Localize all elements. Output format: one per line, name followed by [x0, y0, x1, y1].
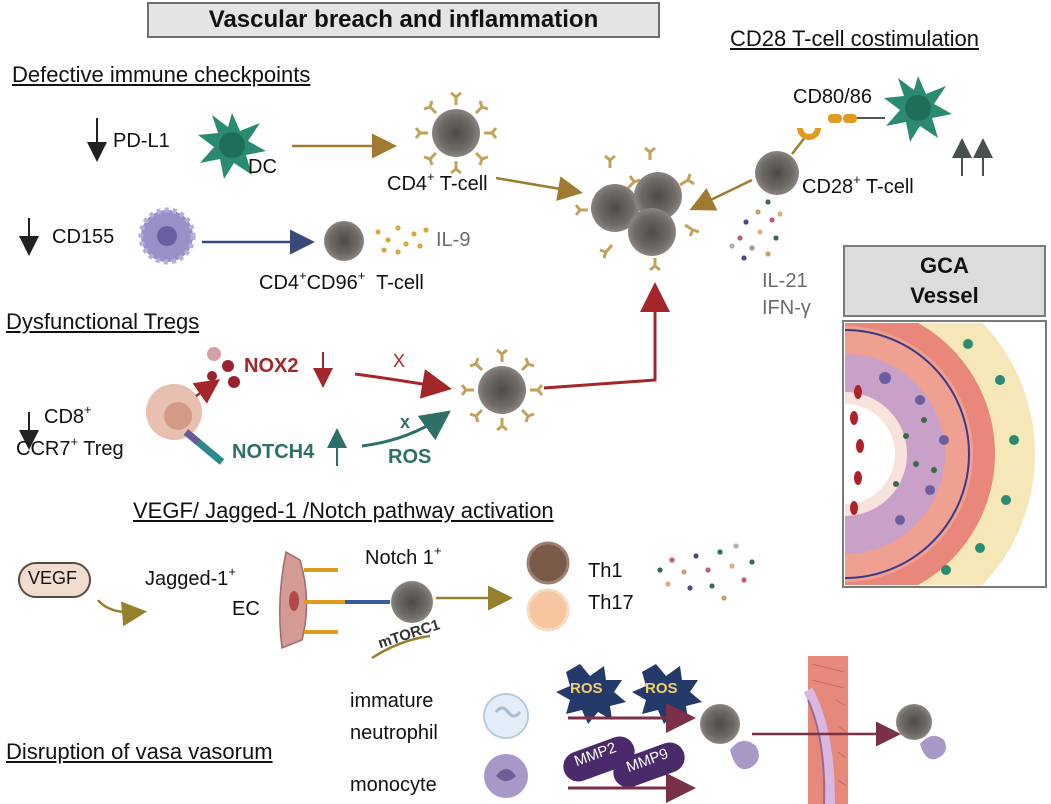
section-cd28: CD28 T-cell costimulation	[730, 26, 980, 51]
arrow-cd4-to-cluster	[495, 176, 583, 201]
vessel-wall-icon	[803, 656, 848, 804]
neutrophil-icon	[483, 693, 529, 739]
label-il21: IL-21	[762, 270, 808, 292]
decrease-arrows	[19, 118, 333, 450]
gca-vessel-header: GCA Vessel	[843, 245, 1046, 317]
dendritic-cell-icon-right	[884, 76, 952, 142]
cd96-tcell-icon	[324, 221, 364, 261]
label-gca: GCA	[920, 253, 969, 278]
label-il9: IL-9	[436, 229, 471, 251]
arrow-vegf-to-ec	[97, 599, 147, 627]
label-cd4-cd96-tcell: CD4+CD96+ T-cell	[259, 268, 424, 294]
label-block-x2: x	[400, 412, 411, 432]
section-tregs: Dysfunctional Tregs	[6, 309, 200, 334]
section-checkpoints: Defective immune checkpoints	[12, 62, 311, 87]
label-cd28-tcell: CD28+ T-cell	[802, 172, 914, 198]
monocyte-icon	[484, 754, 528, 798]
label-nox2: NOX2	[244, 355, 299, 377]
page-title: Vascular breach and inflammation	[147, 2, 660, 38]
mtorc1-bracket	[371, 634, 431, 660]
label-cd4-tcell: CD4+ T-cell	[387, 169, 488, 195]
dendritic-cell-icon	[198, 113, 266, 179]
label-cd8: CD8+	[44, 402, 92, 428]
increase-arrows	[327, 138, 993, 466]
label-ros: ROS	[388, 446, 432, 468]
endothelial-cell-icon	[279, 550, 390, 650]
effector-tcell-icon	[460, 348, 544, 432]
gca-vessel-icon	[842, 320, 1047, 588]
section-vasa: Disruption of vasa vasorum	[6, 739, 273, 764]
arrow-nox2-blocked	[354, 369, 452, 399]
arrow-ros-blocked	[361, 410, 451, 448]
th17-cell-icon	[526, 588, 570, 632]
arrow-effector-to-cluster	[543, 282, 670, 390]
label-ros-star-1: ROS	[570, 680, 603, 697]
il9-dots	[375, 225, 429, 255]
label-notch4: NOTCH4	[232, 441, 315, 463]
label-th17: Th17	[588, 592, 634, 614]
section-vegf: VEGF/ Jagged-1 /Notch pathway activation	[133, 498, 554, 523]
label-cd80-86: CD80/86	[793, 86, 872, 108]
label-ccr7-treg: CCR7+ Treg	[16, 434, 124, 460]
tcell-cluster-icon	[574, 146, 700, 272]
label-notch1: Notch 1+	[365, 543, 442, 569]
th1-cell-icon	[526, 541, 570, 585]
vegf-pill	[18, 562, 91, 598]
cd4-tcell-icon	[414, 91, 498, 175]
notch1-tcell-icon	[391, 581, 433, 623]
cytokine-dots-il21	[729, 199, 783, 261]
label-ec: EC	[232, 598, 260, 620]
monocyte-before-wall	[730, 740, 759, 770]
label-ifng: IFN-γ	[762, 297, 811, 319]
arrow-treg-to-nox2	[192, 379, 221, 404]
label-cd155: CD155	[52, 226, 115, 248]
label-dc: DC	[248, 156, 277, 178]
cd80-86-ligand-icon	[828, 114, 885, 123]
label-th1: Th1	[588, 560, 623, 582]
label-vegf: VEGF	[28, 568, 78, 588]
treg-cell-icon	[146, 384, 225, 465]
platelet-cell-icon	[138, 207, 196, 265]
label-jagged1: Jagged-1+	[145, 564, 236, 590]
tcell-after-wall	[896, 704, 932, 740]
label-pdl1: PD-L1	[113, 130, 170, 152]
arrow-cd28-to-cluster	[689, 178, 753, 211]
label-ros-star-2: ROS	[645, 680, 678, 697]
monocyte-after-wall	[920, 735, 946, 760]
label-immature: immature	[350, 690, 434, 712]
label-block-x1: X	[393, 351, 406, 371]
mmp-capsule-icon	[563, 736, 685, 788]
label-vessel: Vessel	[910, 283, 979, 308]
cd28-tcell-icon	[755, 127, 821, 195]
tcell-before-wall	[700, 704, 740, 744]
label-neutrophil: neutrophil	[350, 722, 438, 744]
label-monocyte: monocyte	[350, 774, 437, 796]
th-cytokine-dots	[657, 543, 755, 601]
